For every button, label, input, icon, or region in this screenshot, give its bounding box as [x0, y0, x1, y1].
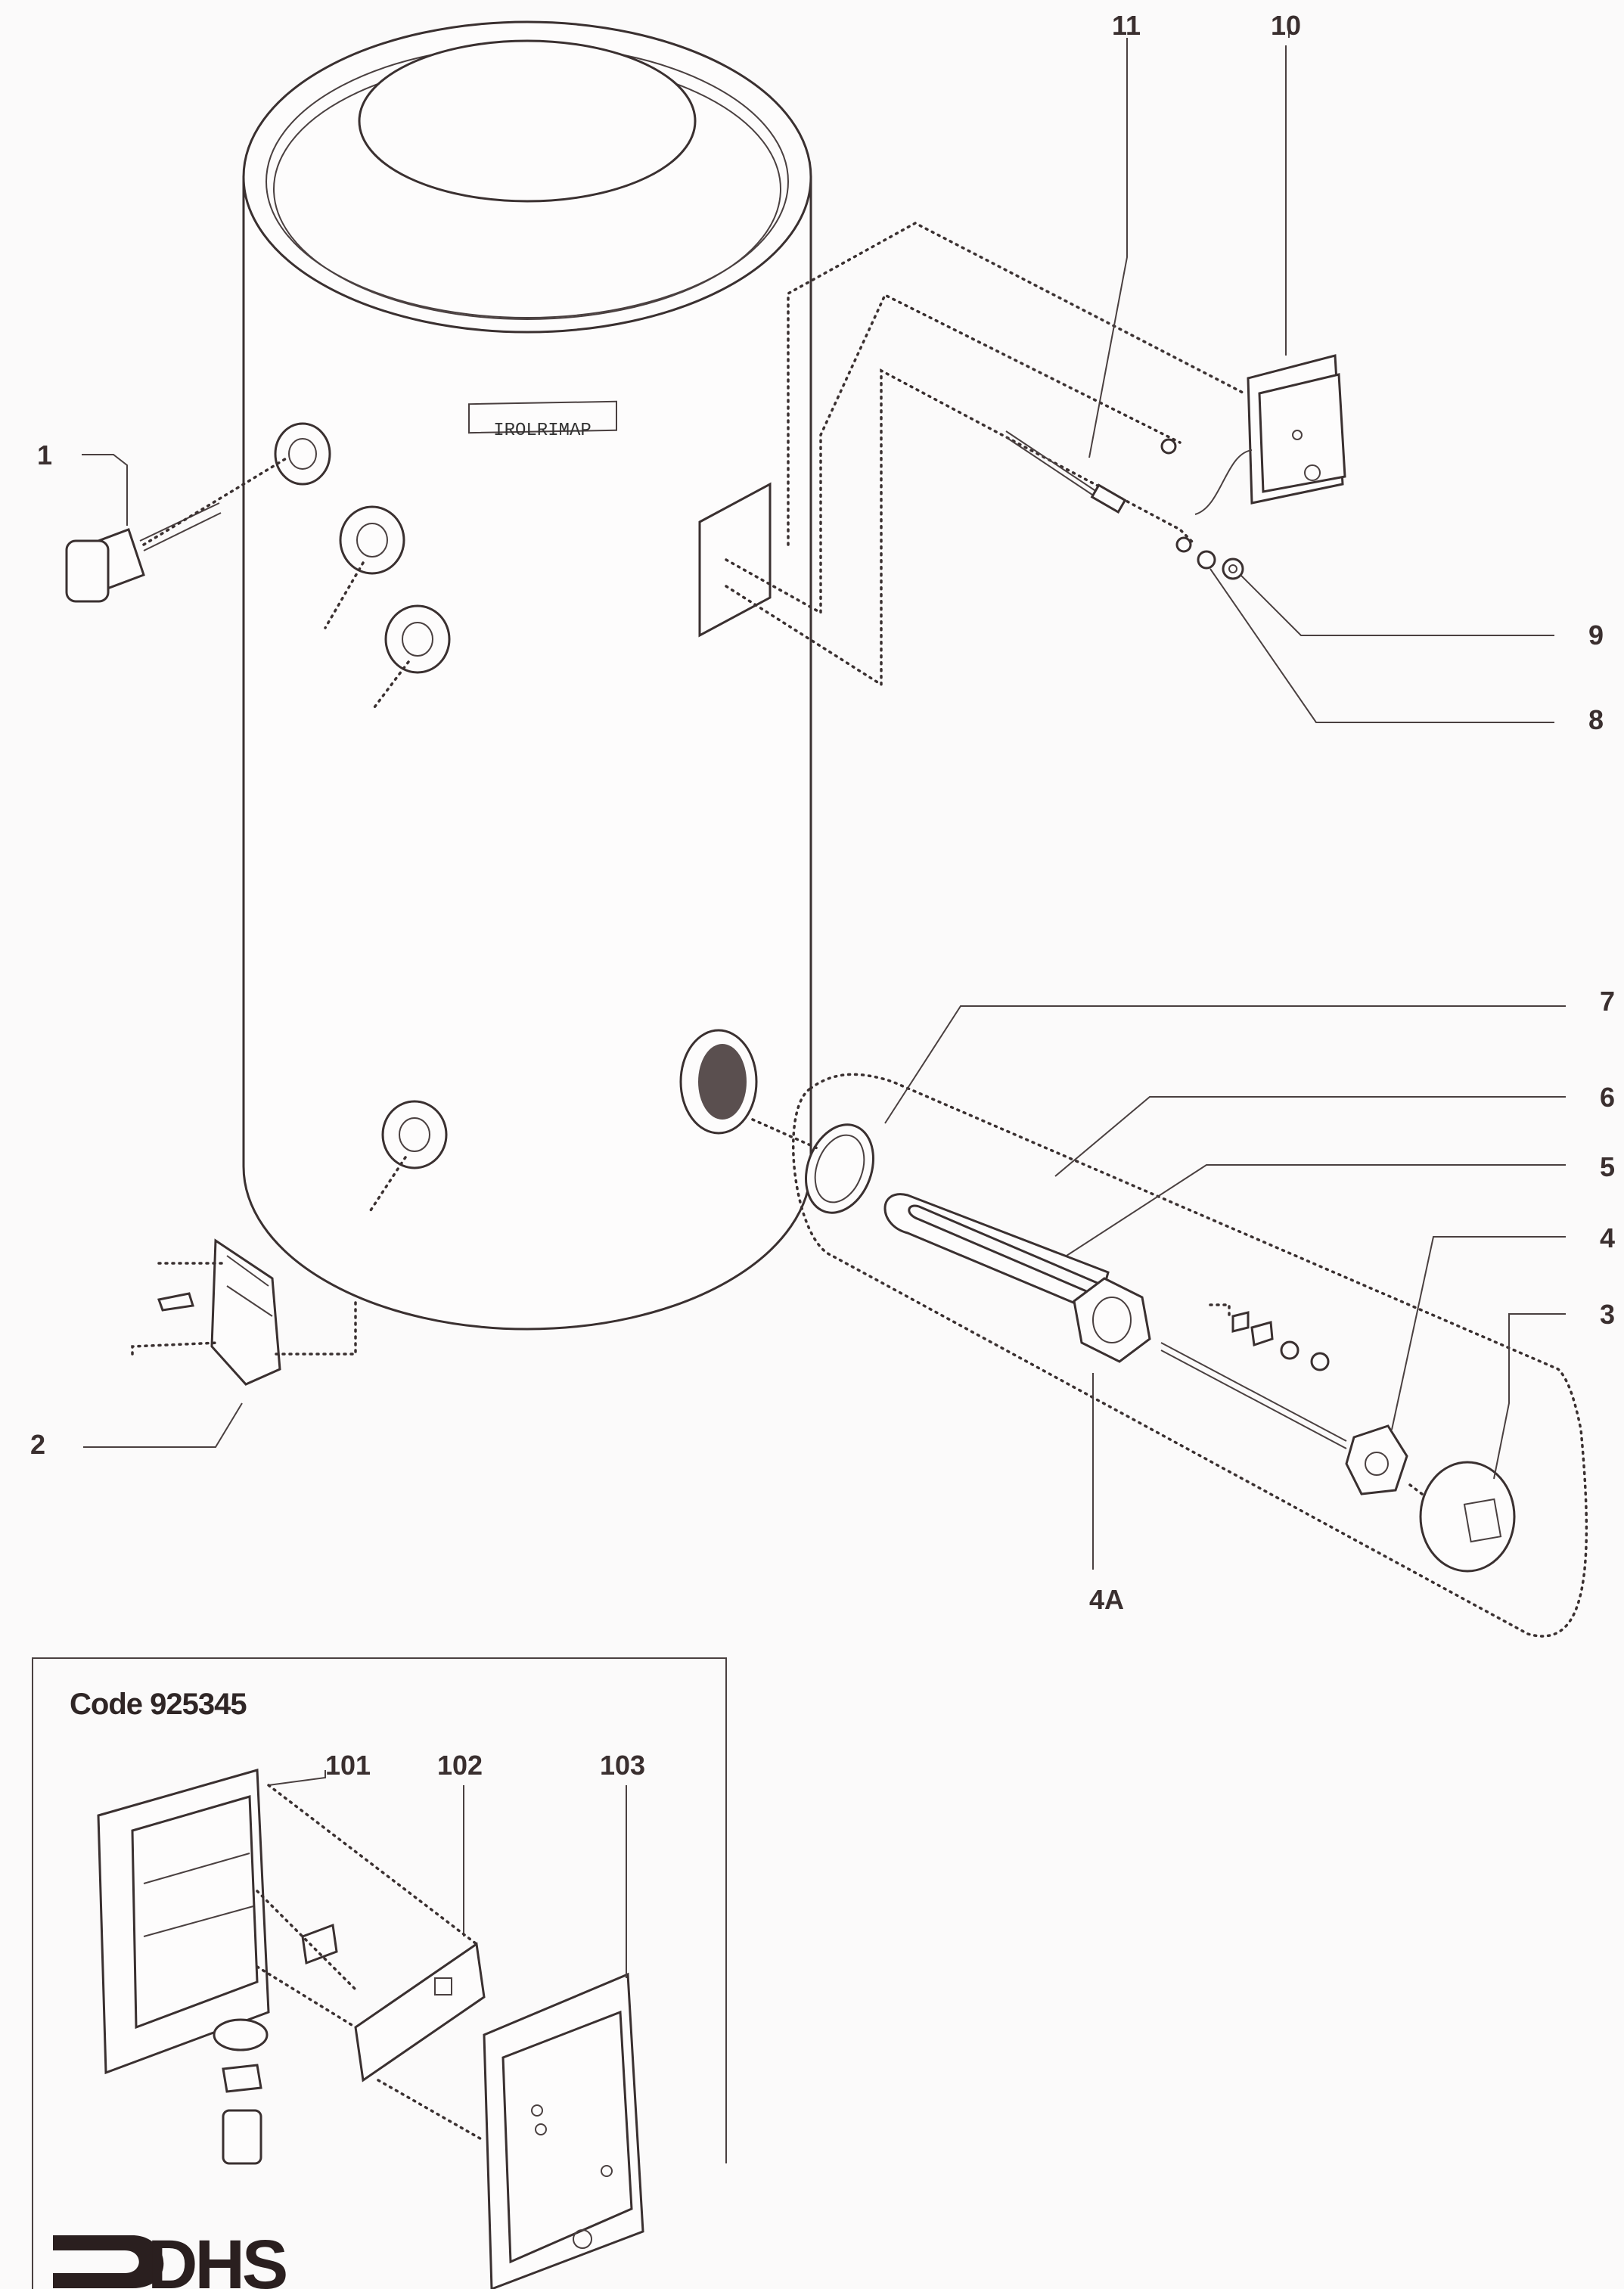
part-6-leader: [1054, 1096, 1566, 1177]
cylinder-tank: IROLRIMAP: [242, 20, 812, 1331]
part-7-gasket: [751, 1005, 1566, 1214]
callout-7: 7: [1600, 986, 1615, 1017]
callout-labels: 1 2 3 4 4A 5 6 7 8 9 10 11: [30, 10, 1615, 1615]
terminal-hardware: [1209, 1303, 1330, 1371]
callout-2: 2: [30, 1429, 45, 1460]
callout-101: 101: [325, 1750, 371, 1781]
tank-boss-ports: [274, 422, 758, 1169]
callout-10: 10: [1271, 10, 1301, 41]
part-5-heating-element: [883, 1164, 1566, 1315]
callout-8: 8: [1588, 704, 1604, 735]
callout-4a: 4A: [1089, 1584, 1124, 1615]
part-1-valve: [65, 454, 289, 603]
part-102-circuit-board: [301, 1785, 486, 2082]
part-101-housing: [97, 1769, 326, 2165]
inset-code-925345: Code 925345 101 102 103: [32, 1657, 727, 2289]
callout-1: 1: [37, 439, 52, 471]
inset-title: Code 925345: [70, 1688, 247, 1721]
callout-102: 102: [437, 1750, 483, 1781]
callout-4: 4: [1600, 1222, 1615, 1253]
parts-8-9-nuts-washers: [1175, 536, 1554, 723]
svg-text:IROLRIMAP: IROLRIMAP: [493, 421, 592, 441]
dhs-logo: DHS: [53, 2226, 289, 2289]
callout-9: 9: [1588, 620, 1604, 651]
callout-11: 11: [1112, 10, 1141, 41]
callout-5: 5: [1600, 1151, 1615, 1182]
part-10-thermostat-box: [1194, 25, 1346, 515]
callout-6: 6: [1600, 1082, 1615, 1113]
part-2-bracket: [83, 1238, 357, 1448]
tank-badge: IROLRIMAP: [468, 400, 617, 441]
part-4a-flange: [1073, 1277, 1347, 1570]
logo-text: DHS: [147, 2226, 286, 2289]
access-panel: [698, 482, 772, 638]
part-3-cover-cap: [1405, 1313, 1566, 1573]
part-4-element-thermostat: [1345, 1236, 1566, 1495]
callout-103: 103: [600, 1750, 645, 1781]
callout-3: 3: [1600, 1299, 1615, 1330]
part-103-cover: [483, 1785, 644, 2289]
part-11-sensor-probe: [1005, 38, 1177, 514]
